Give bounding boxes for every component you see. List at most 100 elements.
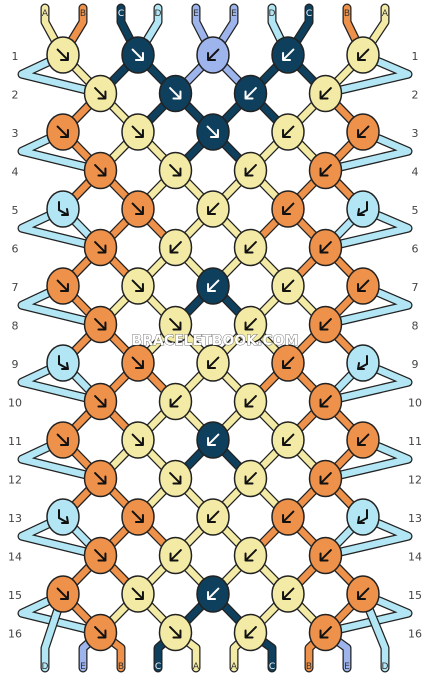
arrow-icon [131, 510, 144, 523]
arrow-icon [244, 472, 257, 485]
arrow-icon [131, 433, 144, 446]
arrow-icon [319, 318, 332, 331]
knot-r5-c3 [196, 190, 230, 228]
knot-r3-c5 [346, 113, 380, 151]
arrow-icon [207, 202, 220, 215]
top-strand-label: B [80, 9, 86, 19]
knot-r12-c2 [158, 459, 193, 498]
knot-r7-c3 [196, 267, 230, 305]
knot-r13-c4 [271, 498, 305, 536]
arrow-icon [169, 472, 182, 485]
row-label-left: 7 [12, 281, 19, 294]
knot-r8-c1 [83, 305, 118, 344]
knot-r12-c4 [308, 459, 343, 498]
knot-r11-c5 [346, 421, 380, 459]
knot-r7-c4 [271, 267, 305, 305]
knot-r2-c1 [83, 74, 118, 113]
arrow-icon [58, 509, 69, 524]
knot-shape [46, 344, 80, 382]
knot-r7-c1 [46, 267, 80, 305]
row-label-left: 11 [8, 435, 22, 448]
knot-r6-c1 [83, 228, 118, 267]
arrow-icon [131, 125, 144, 138]
bottom-strand-10 [359, 590, 389, 672]
row-label-right: 16 [408, 628, 422, 641]
bottom-strand-label: E [80, 662, 86, 672]
bottom-strand-label: A [231, 662, 238, 672]
arrow-icon [244, 318, 257, 331]
arrow-icon [319, 241, 332, 254]
row-label-left: 2 [12, 89, 19, 102]
knot-layer [46, 36, 380, 652]
arrow-icon [282, 125, 295, 138]
row-label-left: 5 [12, 204, 19, 217]
knot-r8-c3 [233, 305, 268, 344]
knot-r5-c5 [346, 190, 380, 228]
knot-shape [46, 498, 80, 536]
bottom-strand-label: B [118, 662, 124, 672]
knot-r11-c4 [271, 421, 305, 459]
arrow-icon [207, 433, 220, 446]
knot-r13-c5 [346, 498, 380, 536]
arrow-icon [169, 549, 182, 562]
bottom-strand-label: B [306, 662, 312, 672]
arrow-icon [244, 626, 257, 639]
row-label-left: 13 [8, 512, 22, 525]
knot-r2-c3 [233, 74, 268, 113]
top-strand-label: D [269, 9, 276, 19]
row-label-right: 13 [408, 512, 422, 525]
knot-r2-c4 [308, 74, 343, 113]
knot-r2-c2 [158, 74, 193, 113]
top-strand-label: E [231, 9, 237, 19]
knot-r10-c2 [158, 382, 193, 421]
row-label-left: 15 [8, 589, 22, 602]
knot-r15-c2 [121, 575, 155, 613]
arrow-icon [58, 201, 69, 216]
row-label-left: 8 [12, 320, 19, 333]
row-label-right: 8 [412, 320, 419, 333]
arrow-icon [94, 241, 107, 254]
knot-r14-c1 [83, 536, 118, 575]
knot-r16-c3 [233, 613, 268, 652]
bottom-strand-label: C [269, 662, 275, 672]
watermark-text: BRACELETBOOK.COM [132, 333, 299, 349]
arrow-icon [357, 48, 370, 61]
arrow-icon [282, 510, 295, 523]
row-label-left: 12 [8, 474, 22, 487]
knot-r15-c4 [271, 575, 305, 613]
arrow-icon [319, 549, 332, 562]
knot-r9-c4 [271, 344, 305, 382]
arrow-icon [244, 87, 257, 100]
knot-r11-c1 [46, 421, 80, 459]
arrow-icon [319, 395, 332, 408]
knot-r1-c2 [121, 36, 155, 74]
row-label-right: 7 [412, 281, 419, 294]
knot-r15-c1 [46, 575, 80, 613]
bottom-strand-label: E [344, 662, 350, 672]
arrow-icon [169, 626, 182, 639]
arrow-icon [357, 587, 370, 600]
knot-r15-c3 [196, 575, 230, 613]
knot-r16-c2 [158, 613, 193, 652]
knot-r3-c2 [121, 113, 155, 151]
knot-shape [346, 498, 380, 536]
knot-shape [346, 190, 380, 228]
arrow-icon [131, 48, 144, 61]
arrow-icon [357, 125, 370, 138]
arrow-icon [131, 587, 144, 600]
knot-shape [46, 190, 80, 228]
bottom-strand-label: C [155, 662, 161, 672]
knot-r12-c1 [83, 459, 118, 498]
arrow-icon [244, 164, 257, 177]
knot-r5-c2 [121, 190, 155, 228]
knot-shape [346, 344, 380, 382]
knot-r5-c4 [271, 190, 305, 228]
knot-r6-c4 [308, 228, 343, 267]
arrow-icon [94, 164, 107, 177]
arrow-icon [319, 626, 332, 639]
knot-r14-c3 [233, 536, 268, 575]
arrow-icon [131, 279, 144, 292]
arrow-icon [207, 279, 220, 292]
knot-r9-c2 [121, 344, 155, 382]
